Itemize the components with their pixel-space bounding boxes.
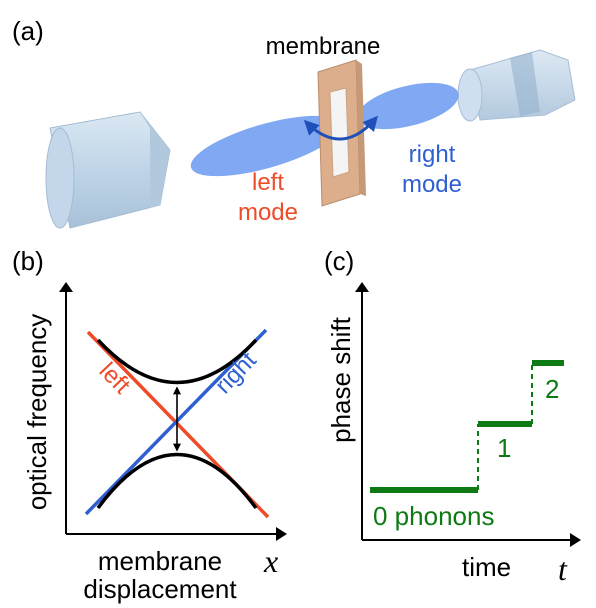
right-mode-label-line1: right [409, 141, 456, 168]
left-mode-label-line1: left [252, 169, 284, 196]
b-x-variable: x [263, 543, 278, 579]
c-x-axis-label: time [462, 552, 511, 582]
panel-b: (b) left right optical frequency membran… [12, 246, 287, 604]
coupling-arrow [303, 115, 378, 141]
left-mode-beam [190, 115, 342, 177]
panel-a: (a) membrane left mode right mode [12, 16, 576, 229]
left-mode-label-line2: mode [238, 199, 298, 226]
upper-branch-curve [96, 338, 258, 385]
left-line-label: left [94, 357, 136, 399]
panel-a-label: (a) [12, 16, 44, 46]
membrane-label: membrane [266, 33, 381, 60]
step-2-label: 2 [545, 374, 559, 404]
right-line-label: right [210, 347, 262, 400]
panel-c-label: (c) [324, 246, 354, 276]
left-objective [45, 111, 171, 229]
c-y-axis-arrowhead [355, 282, 369, 292]
b-x-axis-label-line1: membrane [98, 546, 222, 576]
c-y-axis-label: phase shift [326, 316, 356, 443]
b-x-axis-arrowhead [276, 527, 287, 541]
right-mode-beam [357, 82, 459, 130]
b-x-axis-label-line2: displacement [83, 574, 237, 604]
b-y-axis-arrowhead [59, 282, 73, 292]
right-mode-label-line2: mode [402, 171, 462, 198]
lower-branch-curve [96, 452, 258, 510]
step-0-label: 0 phonons [373, 501, 494, 531]
panel-c: (c) 0 phonons 1 2 phase shift time t [324, 246, 581, 587]
right-objective [457, 49, 576, 122]
step-1-label: 1 [497, 433, 511, 463]
b-y-axis-label: optical frequency [22, 314, 52, 511]
c-x-variable: t [558, 551, 568, 587]
panel-b-label: (b) [12, 246, 44, 276]
c-x-axis-arrowhead [570, 533, 581, 547]
